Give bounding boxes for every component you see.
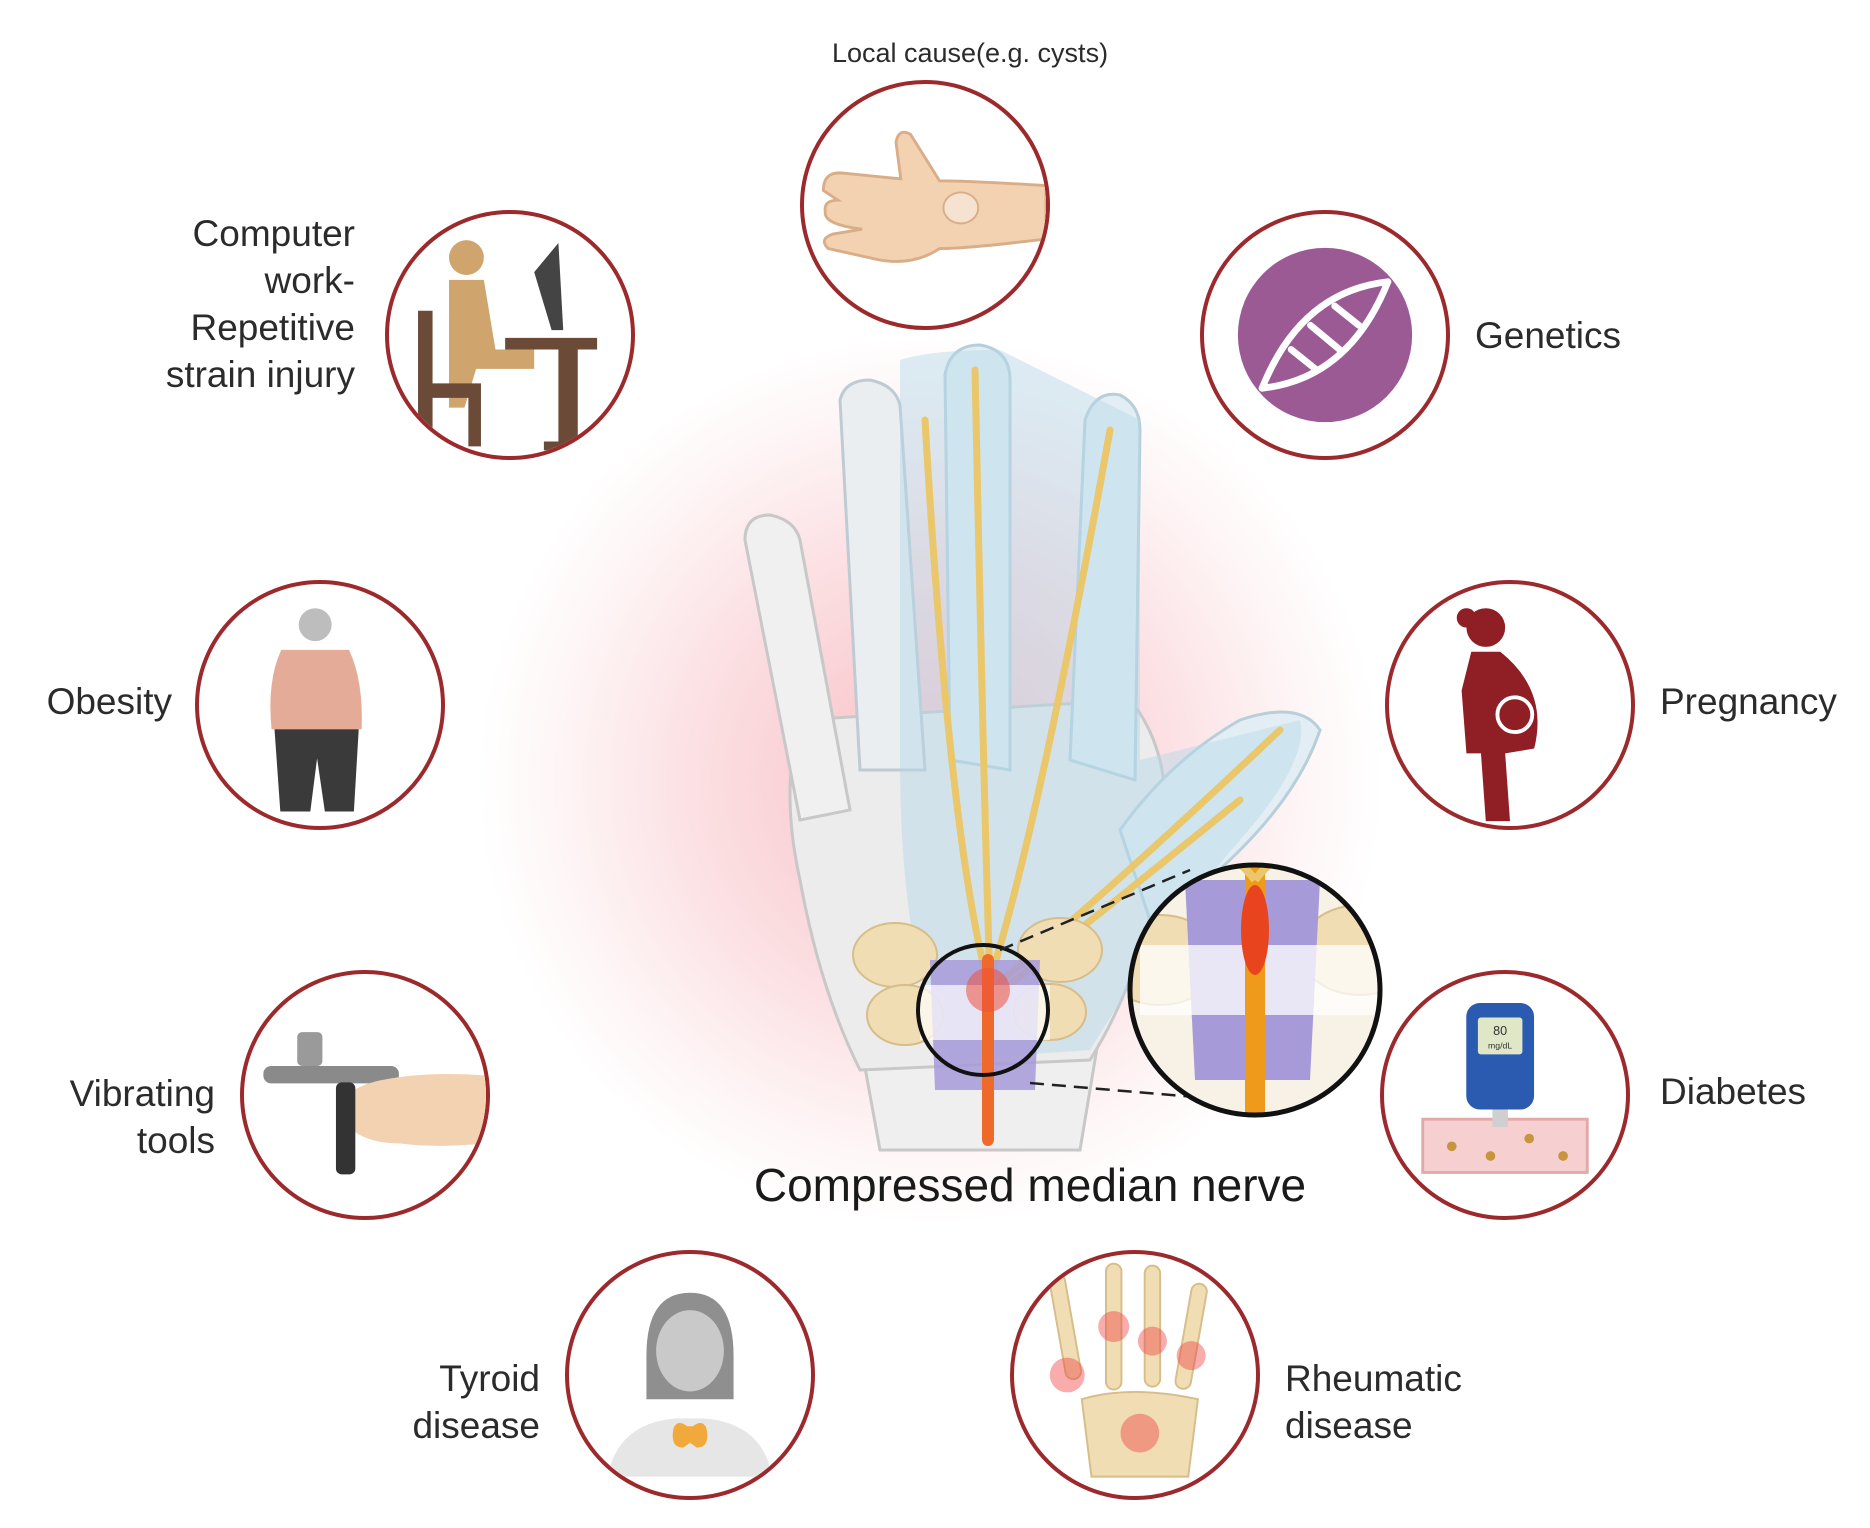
label-genetics: Genetics	[1475, 315, 1622, 356]
woman-face-icon	[656, 1310, 724, 1392]
test-strip-icon	[1492, 1109, 1508, 1127]
cyst-icon	[942, 191, 980, 225]
icon-pregnancy	[1385, 580, 1635, 830]
icon-rheumatic-disease	[1010, 1250, 1260, 1500]
hand-bones-icon	[1048, 1262, 1208, 1478]
desk-icon	[505, 337, 598, 451]
icon-local-cause	[800, 80, 1050, 330]
glucose-particles-icon	[1446, 1133, 1568, 1161]
airbrush-handle-icon	[335, 1082, 356, 1175]
person-head-icon	[298, 608, 332, 642]
icon-obesity	[195, 580, 445, 830]
chair-icon	[418, 310, 481, 447]
icon-vibrating-tools	[240, 970, 490, 1220]
label-vibrating-tools: Vibrating tools	[69, 1073, 215, 1161]
airbrush-cup-icon	[297, 1032, 323, 1066]
person-pants-icon	[274, 729, 359, 812]
pregnant-body-icon	[1461, 651, 1538, 822]
glucometer-unit: mg/dL	[1488, 1041, 1512, 1051]
icon-computer-work	[385, 210, 635, 460]
airbrush-body-icon	[263, 1065, 399, 1084]
label-pregnancy: Pregnancy	[1660, 681, 1837, 722]
label-local-cause: Local cause(e.g. cysts)	[831, 38, 1109, 68]
wrist-cyst-hand-icon	[821, 130, 1046, 263]
baby-icon	[1495, 695, 1535, 735]
label-obesity: Obesity	[46, 681, 172, 722]
glucometer-screen	[1477, 1017, 1523, 1055]
icon-tyroid-disease	[565, 1250, 815, 1500]
label-computer-work: Computer work- Repetitive strain injury	[165, 213, 355, 395]
monitor-icon	[534, 243, 564, 331]
diagram-title: Compressed median nerve	[753, 1159, 1307, 1211]
compression-glow	[966, 968, 1010, 1012]
magnified-inset-ring	[1127, 862, 1383, 1118]
arm-icon	[340, 1074, 486, 1146]
zoom-connector-top	[999, 868, 1191, 952]
person-shirt-icon	[270, 649, 362, 730]
glucometer-reading: 80	[1493, 1024, 1507, 1038]
label-tyroid-disease: Tyroid disease	[412, 1358, 540, 1446]
index-finger	[1068, 392, 1142, 783]
shoulders-icon	[607, 1418, 773, 1477]
magnified-inset	[1130, 865, 1380, 1115]
icon-genetics	[1200, 210, 1450, 460]
thyroid-gland-icon	[672, 1422, 708, 1448]
icon-diabetes: 80 mg/dL	[1380, 970, 1630, 1220]
label-rheumatic-disease: Rheumatic disease	[1285, 1358, 1462, 1446]
joint-inflammation-icon	[1049, 1311, 1206, 1453]
worker-head-icon	[449, 240, 484, 275]
little-finger	[743, 513, 852, 822]
hair-bun-icon	[1456, 608, 1477, 628]
ring-finger	[838, 378, 927, 772]
worker-body-icon	[449, 279, 535, 408]
label-diabetes: Diabetes	[1660, 1071, 1807, 1112]
compression-focus-ring	[916, 943, 1050, 1077]
dna-helix-icon	[1258, 278, 1392, 392]
